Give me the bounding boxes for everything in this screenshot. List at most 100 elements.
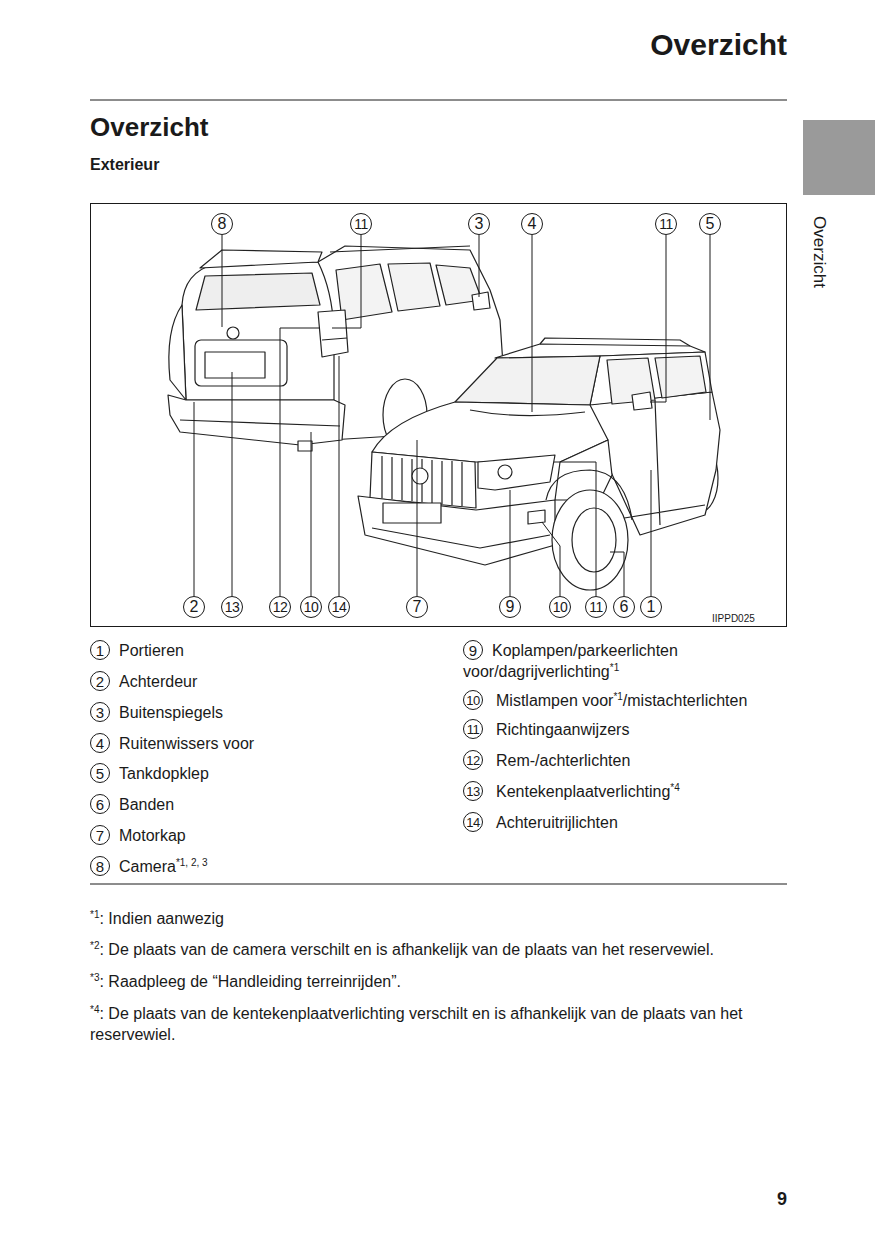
line-art	[388, 263, 440, 311]
callout-circle: 9	[499, 596, 521, 618]
leader-lines	[194, 235, 710, 596]
part-name-row: Achteruitrijlichten	[496, 812, 618, 833]
callout-number: 8	[96, 859, 104, 874]
line-art	[412, 468, 428, 484]
callout-number: 7	[413, 599, 422, 615]
line-art	[169, 305, 186, 400]
footnote-row: *4: De plaats van de kentekenplaatverlic…	[90, 1003, 787, 1045]
subsection-heading-row: Exterieur	[90, 154, 159, 175]
callout-circle: 4	[521, 213, 543, 235]
line-art	[372, 528, 550, 548]
line-art	[298, 441, 312, 451]
line-art	[532, 235, 533, 412]
part-name: Kentekenplaatverlichting	[496, 783, 670, 800]
callout-number: 11	[354, 217, 368, 231]
line-art	[318, 310, 348, 357]
callout-number: 1	[96, 643, 104, 658]
callout-circle: 5	[699, 213, 721, 235]
line-art	[232, 372, 233, 596]
part-name: Rem-/achterlichten	[496, 752, 630, 769]
part-name: Richtingaanwijzers	[496, 721, 629, 738]
callout-circle: 8	[90, 856, 110, 876]
callout-number: 11	[659, 217, 673, 231]
callout-number: 10	[553, 600, 568, 614]
footnote-mark: *4	[90, 1004, 99, 1015]
callout-number: 3	[475, 216, 484, 232]
part-name: Portieren	[119, 642, 184, 659]
part-name: Mistlampen voor	[496, 692, 613, 709]
part-name-row: Mistlampen voor*1/mistachterlichten	[496, 690, 747, 711]
line-art	[322, 338, 347, 340]
callout-circle: 10	[463, 690, 483, 710]
line-art	[472, 292, 490, 310]
callout-circle: 3	[90, 702, 110, 722]
line-art	[479, 235, 480, 297]
footnote: : De plaats van de kentekenplaatverlicht…	[90, 1005, 743, 1043]
section-heading: Overzicht	[90, 112, 209, 142]
line-art	[478, 455, 555, 490]
footnote-mark: *4	[670, 782, 679, 793]
line-art	[651, 470, 652, 596]
part-name: Motorkap	[119, 827, 186, 844]
line-art	[227, 327, 239, 339]
footnote-mark: *1	[90, 909, 99, 920]
footnote-row: *2: De plaats van de camera verschilt en…	[90, 939, 714, 960]
footnote-mark: *3	[90, 972, 99, 983]
callout-number: 3	[96, 705, 104, 720]
callout-circle: 1	[640, 596, 662, 618]
section-tab	[803, 120, 875, 195]
line-art	[222, 235, 223, 327]
callout-circle: 6	[90, 794, 110, 814]
footnote-mark: *2	[90, 940, 99, 951]
callout-number: 14	[332, 600, 347, 614]
callout-number: 6	[620, 599, 629, 615]
line-art	[383, 503, 441, 523]
line-art	[655, 356, 706, 398]
page-number-row: 9	[777, 1188, 787, 1211]
line-art	[195, 340, 287, 386]
part-name-row: Kentekenplaatverlichting*4	[496, 781, 680, 802]
part-name-row: Camera*1, 2, 3	[119, 856, 208, 877]
part-name-row: Banden	[119, 794, 174, 815]
line-art	[339, 356, 340, 596]
line-art	[510, 490, 511, 596]
callout-number: 9	[506, 599, 515, 615]
callout-number: 12	[273, 600, 288, 614]
footnote: : Raadpleeg de “Handleiding terreinrijde…	[99, 973, 401, 990]
callout-circle: 12	[463, 750, 483, 770]
part-name-row: Koplampen/parkeerlichten voor/dagrijverl…	[463, 640, 697, 682]
line-art	[542, 522, 560, 596]
callout-circle: 11	[655, 213, 677, 235]
callout-circle: 11	[585, 596, 607, 618]
callout-number: 2	[96, 674, 104, 689]
part-name: /mistachterlichten	[623, 692, 748, 709]
line-art	[612, 400, 705, 525]
callout-number: 4	[528, 216, 537, 232]
footnote-mark: *1	[610, 662, 619, 673]
callout-number: 11	[467, 723, 480, 736]
callout-circle: 9	[463, 640, 483, 660]
callout-circle: 2	[183, 596, 205, 618]
callout-number: 10	[466, 694, 479, 707]
callout-circle: 10	[549, 596, 571, 618]
page-title: Overzicht	[650, 28, 787, 62]
callout-number: 7	[96, 828, 104, 843]
callout-circle: 13	[221, 596, 243, 618]
footnote-row: *1: Indien aanwezig	[90, 908, 224, 929]
figure-code-row: IIPPD025	[712, 612, 755, 625]
part-name-row: Portieren	[119, 640, 184, 661]
callout-circle: 3	[468, 213, 490, 235]
footnote-row: *3: Raadpleeg de “Handleiding terreinrij…	[90, 971, 401, 992]
line-art	[540, 338, 690, 346]
part-name-row: Achterdeur	[119, 671, 197, 692]
footnote-mark: *1, 2, 3	[176, 857, 208, 868]
callout-number: 6	[96, 797, 104, 812]
part-name-row: Ruitenwissers voor	[119, 733, 254, 754]
footnote: : Indien aanwezig	[99, 910, 224, 927]
callout-number: 2	[190, 599, 199, 615]
callout-circle: 14	[463, 812, 483, 832]
line-art	[182, 262, 334, 400]
part-name: Achteruitrijlichten	[496, 814, 618, 831]
part-name: Ruitenwissers voor	[119, 735, 254, 752]
